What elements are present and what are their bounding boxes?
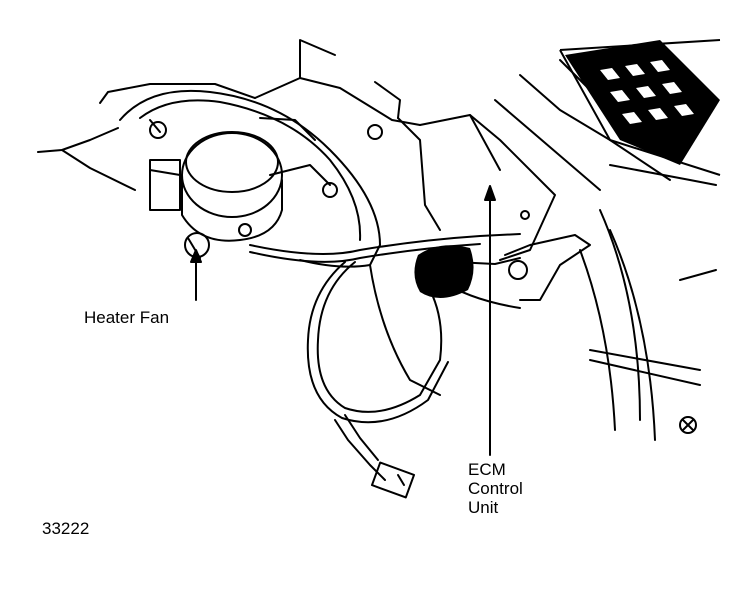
figure-number: 33222	[42, 519, 90, 538]
ecm-label-line2: Control	[468, 479, 523, 498]
louver-slots	[600, 60, 694, 124]
ecm-module	[369, 114, 591, 396]
louver-frame	[559, 39, 721, 176]
heater-fan-motor	[149, 131, 331, 259]
ecm-label-line1: ECM	[468, 460, 506, 479]
harness-bundle	[414, 245, 474, 299]
ecm-control-unit-label: ECM Control Unit	[468, 460, 523, 517]
blower-housing	[119, 89, 383, 268]
ecm-arrow	[484, 185, 496, 201]
dash-panel	[37, 39, 421, 191]
heater-fan-arrow	[190, 249, 202, 263]
wiring-harness	[249, 233, 521, 499]
ecm-label-line3: Unit	[468, 498, 499, 517]
heater-fan-label: Heater Fan	[84, 308, 170, 327]
right-panel	[494, 59, 717, 441]
